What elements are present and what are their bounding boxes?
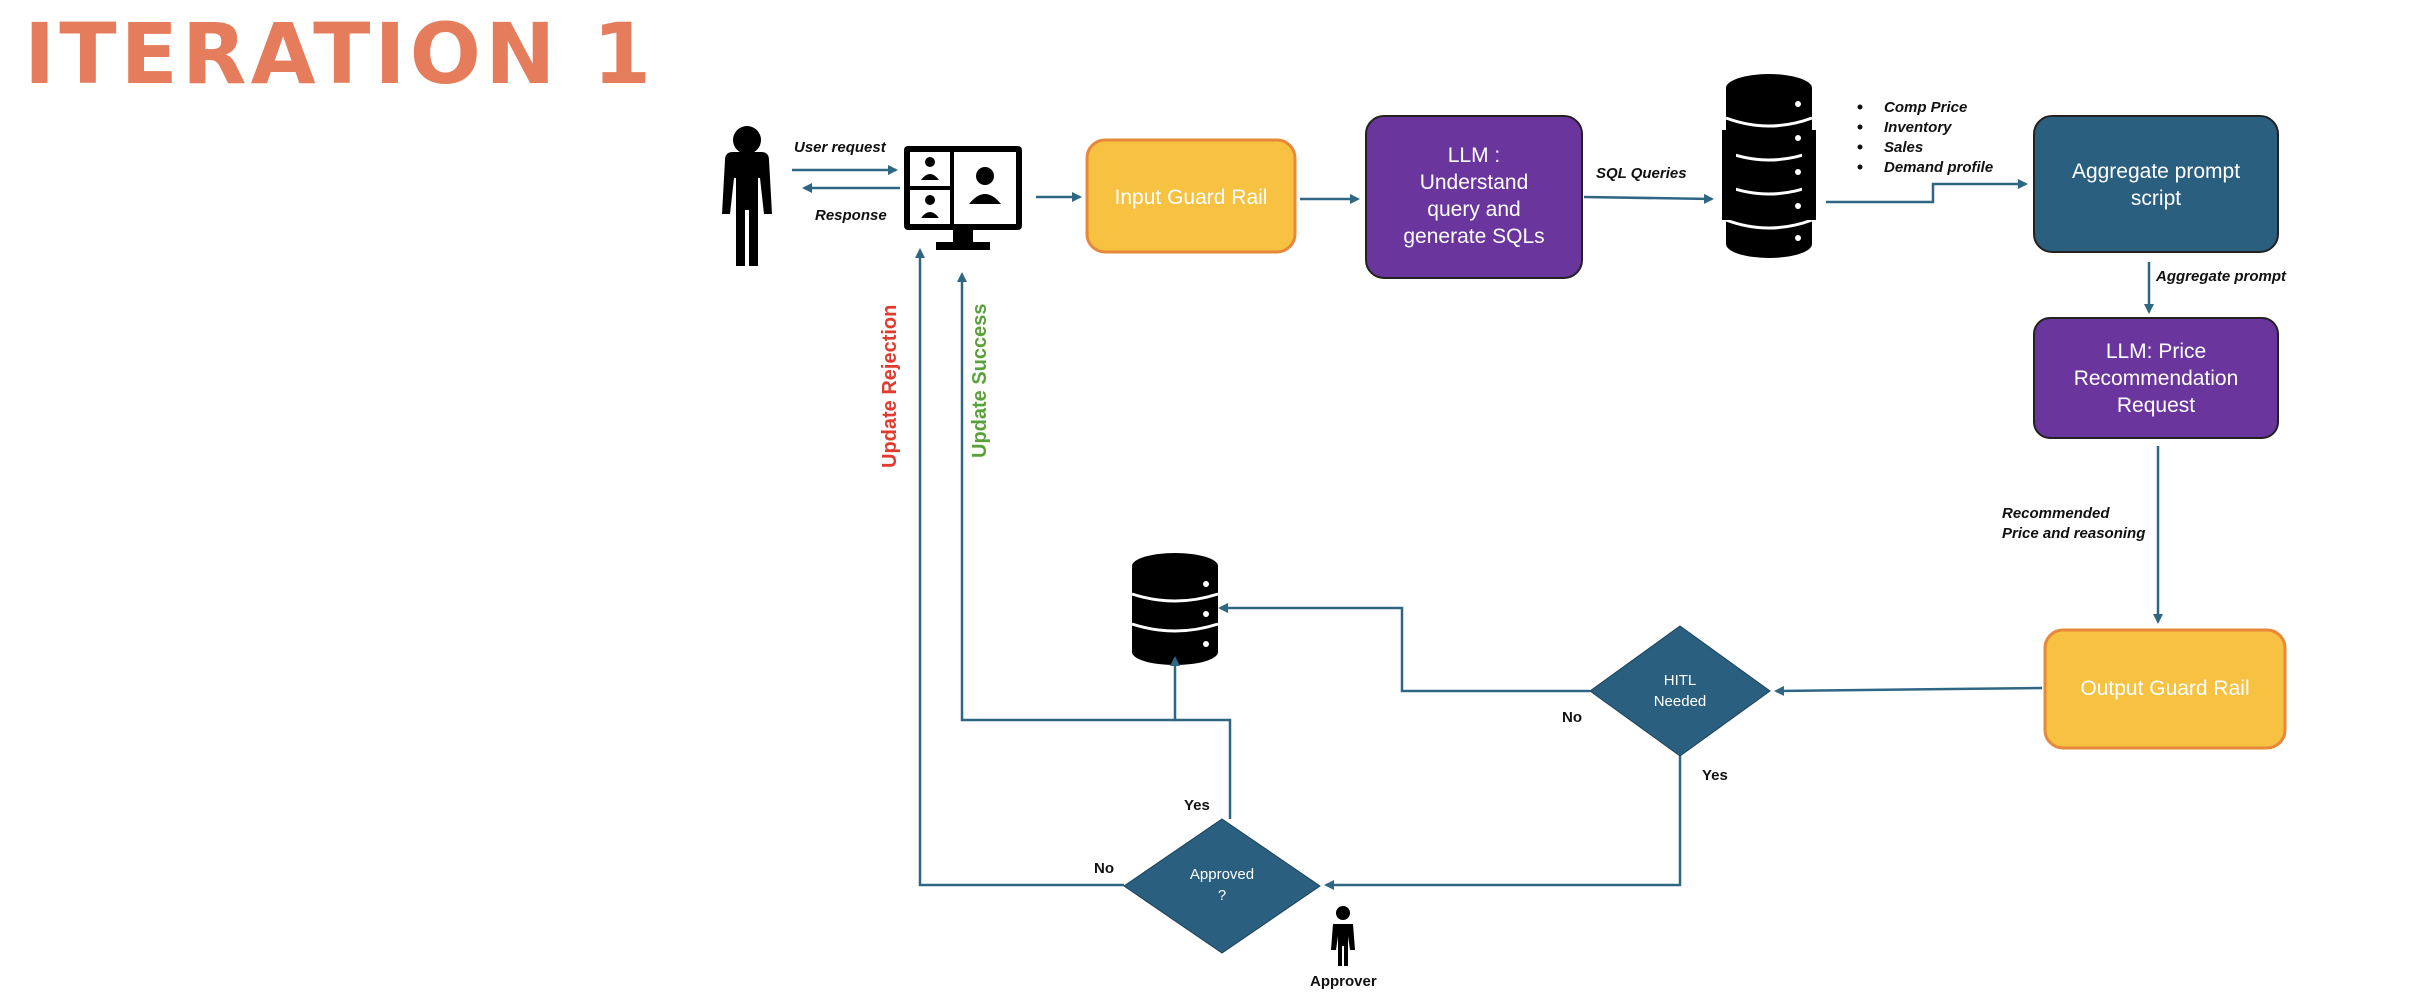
approver-person-icon (1331, 906, 1355, 966)
hitl-line-1: HITL (1664, 672, 1697, 689)
label-update-success: Update Success (969, 303, 991, 458)
label-recommended-line-1: Recommended (2002, 505, 2110, 522)
output-guard-rail-node: Output Guard Rail (2043, 628, 2287, 750)
database-stack-icon (1722, 74, 1816, 258)
data-sources-list: Comp Price Inventory Sales Demand profil… (1857, 99, 1993, 176)
arrow-hitl-no-to-db (1218, 603, 1590, 693)
approved-line-2: ? (1218, 887, 1226, 904)
data-source-item: Sales (1884, 139, 1923, 156)
arrow-approved-yes-to-db (1170, 656, 1232, 819)
approved-line-1: Approved (1190, 866, 1254, 883)
database-icon (1131, 553, 1219, 665)
approved-decision-node: Approved ? (1123, 818, 1321, 954)
page-title: ITERATION 1 (24, 5, 656, 103)
output-guard-rail-label: Output Guard Rail (2080, 677, 2249, 700)
monitor-video-call-icon (904, 146, 1022, 250)
arrow-db-to-aggregate (1826, 179, 2028, 204)
data-source-item: Comp Price (1884, 99, 1967, 116)
hitl-decision-node: HITL Needed (1589, 625, 1771, 757)
input-guard-rail-label: Input Guard Rail (1115, 186, 1268, 209)
label-recommended-line-2: Price and reasoning (2002, 525, 2145, 542)
arrow-llm-to-db (1583, 193, 1714, 204)
llm-sql-line-3: query and (1427, 198, 1520, 221)
arrow-output-to-hitl (1774, 685, 2043, 696)
llm-sql-line-1: LLM : (1448, 144, 1501, 167)
label-approved-yes: Yes (1184, 797, 1210, 814)
llm-price-line-3: Request (2117, 394, 2195, 417)
input-guard-rail-node: Input Guard Rail (1085, 138, 1297, 254)
label-approver: Approver (1310, 973, 1377, 990)
llm-sql-line-2: Understand (1420, 171, 1529, 194)
llm-sql-line-4: generate SQLs (1403, 225, 1544, 248)
hitl-line-2: Needed (1654, 693, 1707, 710)
data-source-item: Inventory (1884, 119, 1952, 136)
aggregate-line-2: script (2131, 187, 2181, 210)
person-icon (722, 126, 772, 266)
aggregate-prompt-node: Aggregate prompt script (2033, 115, 2279, 253)
label-sql-queries: SQL Queries (1596, 165, 1687, 182)
label-hitl-yes: Yes (1702, 767, 1728, 784)
arrow-update-rejection (915, 248, 1124, 887)
label-aggregate-prompt: Aggregate prompt (2155, 268, 2287, 285)
connectors (792, 165, 2163, 890)
llm-price-line-1: LLM: Price (2106, 340, 2206, 363)
arrow-hitl-yes-to-approved (1324, 756, 1682, 890)
data-source-item: Demand profile (1884, 159, 1993, 176)
llm-price-line-2: Recommendation (2074, 367, 2239, 390)
llm-price-node: LLM: Price Recommendation Request (2033, 317, 2279, 439)
aggregate-line-1: Aggregate prompt (2072, 160, 2240, 183)
label-update-rejection: Update Rejection (879, 305, 901, 468)
label-approved-no: No (1094, 860, 1114, 877)
label-user-request: User request (794, 139, 887, 156)
llm-sql-node: LLM : Understand query and generate SQLs (1365, 115, 1583, 279)
label-response: Response (815, 207, 887, 224)
label-hitl-no: No (1562, 709, 1582, 726)
arrow-update-success (957, 272, 1175, 722)
